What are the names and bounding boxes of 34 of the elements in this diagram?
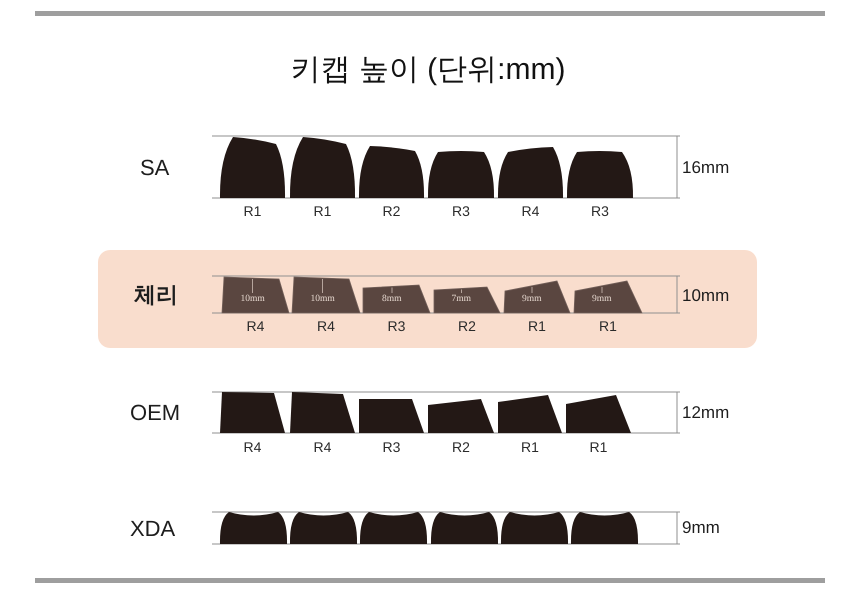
key-row-label: R4 <box>244 438 262 456</box>
height-label: 10mm <box>682 286 730 306</box>
key-row-label: R4 <box>522 202 540 220</box>
height-label: 12mm <box>682 402 730 424</box>
highlight-band <box>98 250 757 348</box>
key-row-label: R2 <box>452 438 470 456</box>
cap-height-text: 10mm <box>310 294 335 306</box>
key-row-label: R3 <box>388 318 406 334</box>
key-row-label: R1 <box>314 202 332 220</box>
key-row-label: R4 <box>246 318 264 334</box>
key-row-label: R1 <box>590 438 608 456</box>
key-row-label: R1 <box>521 438 539 456</box>
key-row-label: R3 <box>591 202 609 220</box>
key-row-label: R3 <box>382 438 400 456</box>
cap-height-text: 9mm <box>592 294 612 306</box>
cap-height-text: 7mm <box>452 294 472 306</box>
title: 키캡 높이 (단위:mm) <box>290 52 566 88</box>
cap-height-text: 10mm <box>240 294 265 306</box>
profile-label: XDA <box>130 516 176 542</box>
key-row-label: R2 <box>458 318 476 334</box>
key-row-label: R1 <box>599 318 617 334</box>
key-row-label: R1 <box>244 202 262 220</box>
profile-label: 체리 <box>134 282 178 308</box>
height-label: 9mm <box>682 518 720 538</box>
cap-height-text: 9mm <box>522 294 542 306</box>
key-row-label: R4 <box>317 318 335 334</box>
cap-height-text: 8mm <box>382 294 402 306</box>
key-row-label: R1 <box>528 318 546 334</box>
key-row-label: R4 <box>314 438 332 456</box>
height-label: 16mm <box>682 158 730 178</box>
profile-label: SA <box>140 154 170 182</box>
key-row-label: R2 <box>382 202 400 220</box>
profile-label: OEM <box>130 400 180 426</box>
key-row-label: R3 <box>452 202 470 220</box>
